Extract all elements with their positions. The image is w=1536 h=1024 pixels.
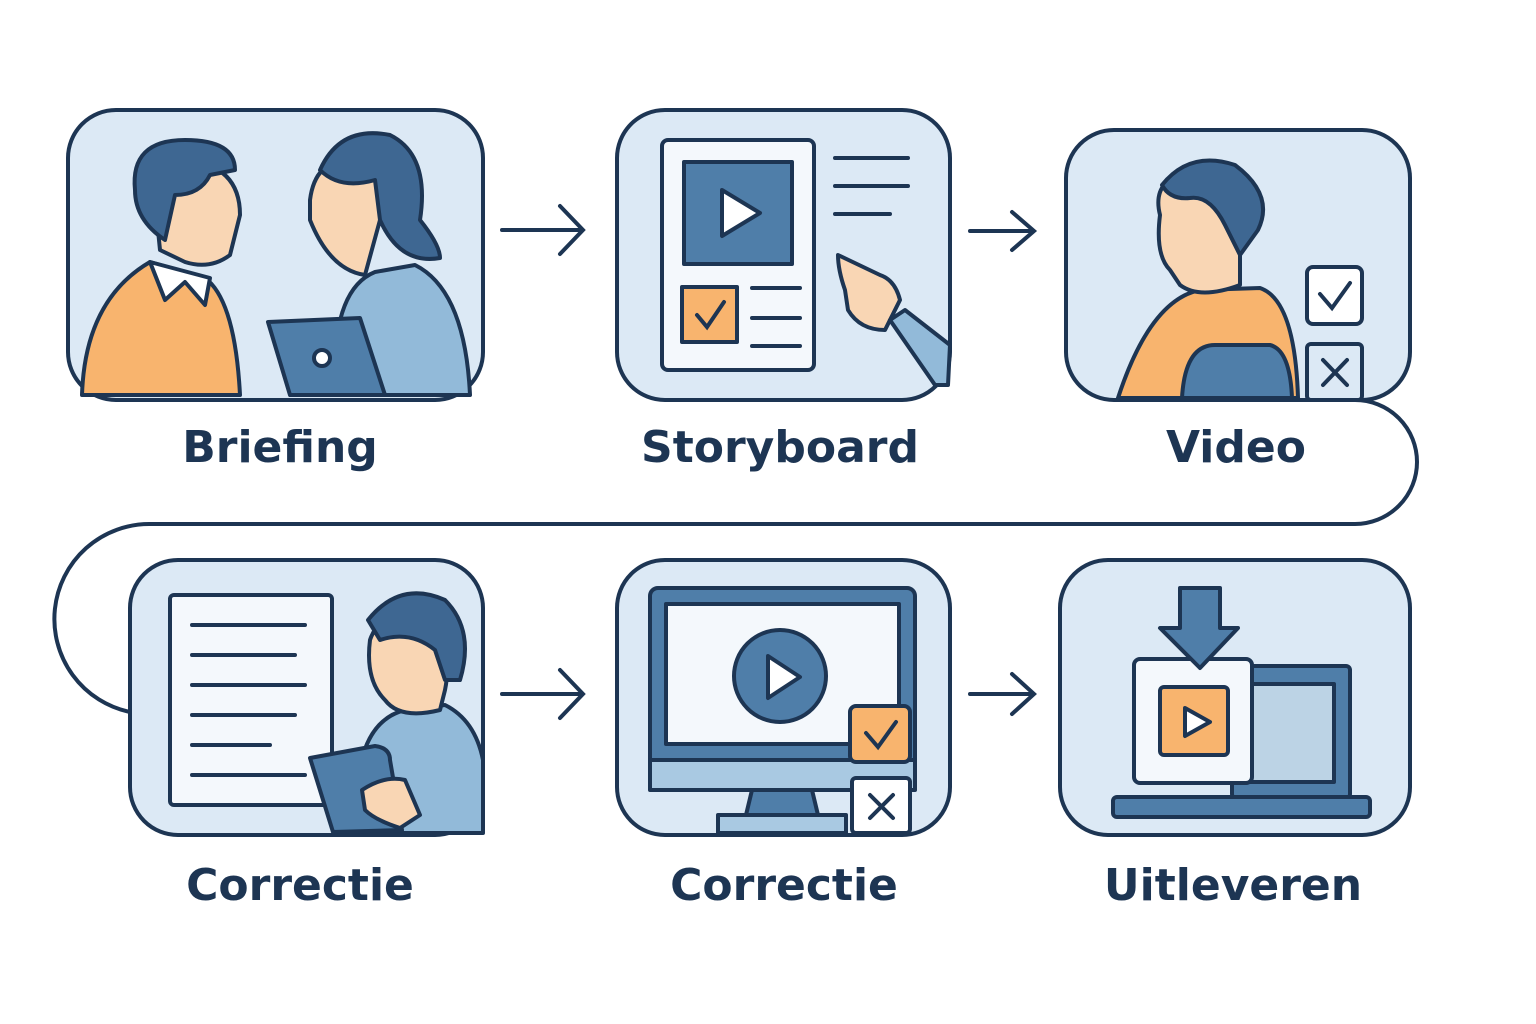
pointing-hand-icon: [836, 253, 902, 332]
checkbox-icon: [680, 285, 739, 344]
arrow-1: [500, 204, 586, 256]
step-label: Correctie: [670, 860, 898, 911]
step-briefing: Briefing: [66, 108, 485, 473]
arrow-3: [500, 668, 586, 720]
step-correctie-1: Correctie: [128, 558, 485, 911]
step-label: Storyboard: [641, 422, 919, 473]
step-label: Briefing: [182, 422, 378, 473]
play-icon: [1183, 706, 1212, 738]
step-storyboard: Storyboard: [615, 108, 952, 473]
arrow-2: [968, 210, 1038, 252]
connector-line: [52, 398, 1419, 714]
step-label: Uitleveren: [1104, 860, 1362, 911]
step-uitleveren: Uitleveren: [1058, 558, 1412, 911]
step-label: Correctie: [186, 860, 414, 911]
step-label: Video: [1166, 422, 1306, 473]
play-icon: [720, 188, 762, 238]
check-box-icon: [1305, 265, 1364, 326]
check-box-icon: [848, 704, 912, 764]
download-arrow-icon: [1158, 586, 1240, 670]
document-icon: [168, 593, 334, 807]
step-correctie-2: Correctie: [615, 558, 952, 911]
play-icon: [766, 654, 802, 700]
step-video: Video: [1064, 128, 1412, 473]
arrow-4: [968, 672, 1037, 716]
